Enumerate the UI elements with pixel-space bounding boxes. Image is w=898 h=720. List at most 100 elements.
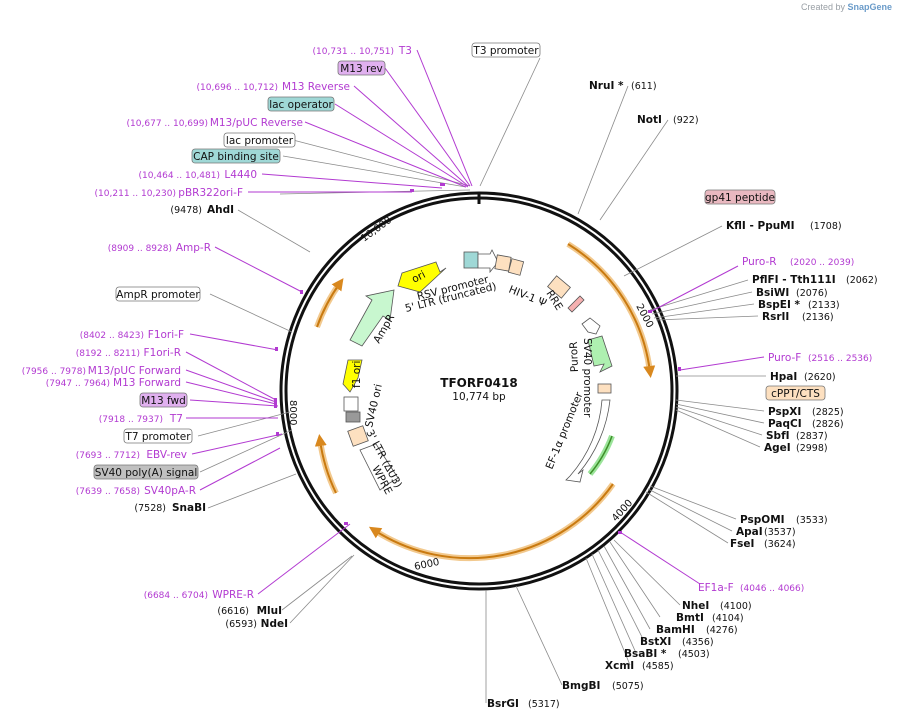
svg-text:(7528): (7528) — [134, 503, 166, 514]
box-lac-promoter: lac promoter — [226, 135, 294, 147]
svg-text:(10,677 .. 10,699): (10,677 .. 10,699) — [127, 119, 208, 129]
svg-text:(2133): (2133) — [808, 300, 840, 311]
box-cppt-cts: cPPT/CTS — [771, 388, 820, 400]
enzyme-snabi: SnaBI — [172, 502, 206, 514]
svg-text:(4104): (4104) — [712, 613, 744, 624]
svg-text:(6593): (6593) — [225, 619, 257, 630]
svg-text:(2825): (2825) — [812, 407, 844, 418]
svg-text:(6616): (6616) — [217, 606, 249, 617]
enzyme-paqci: PaqCI — [768, 418, 802, 430]
enzyme-agei: AgeI — [764, 442, 791, 454]
primer-labels: T3 (10,731 .. 10,751) M13 Reverse (10,69… — [22, 45, 873, 601]
wpre-feature — [359, 443, 399, 491]
enzyme-apai: ApaI — [736, 526, 763, 538]
primer-pbr322ori-f: pBR322ori-F — [178, 187, 243, 199]
orf-arcs — [314, 243, 656, 560]
enzyme-bsiwi: BsiWI — [756, 287, 789, 299]
svg-text:(7947 .. 7964): (7947 .. 7964) — [46, 379, 110, 389]
enzyme-fsei: FseI — [730, 538, 754, 550]
primer-puro-f: Puro-F — [768, 352, 801, 364]
primer-ebv-rev: EBV-rev — [146, 449, 187, 461]
enzyme-kfli: KflI - PpuMI — [726, 220, 795, 232]
enzyme-labels: NruI * (611) NotI (922) KflI - PpuMI (17… — [134, 80, 877, 710]
primer-wpre-r: WPRE-R — [212, 589, 254, 601]
svg-text:(7693 .. 7712): (7693 .. 7712) — [76, 451, 140, 461]
primer-t3: T3 — [398, 45, 412, 57]
leader-lines-gray — [197, 57, 766, 703]
puror-feature — [587, 335, 613, 373]
puror-label: PuroR — [568, 341, 581, 372]
enzyme-ndei: NdeI — [261, 618, 288, 630]
gray-feature — [345, 411, 361, 423]
enzyme-rsrii: RsrII — [762, 311, 789, 323]
svg-text:(7639 .. 7658): (7639 .. 7658) — [76, 487, 140, 497]
enzyme-bsabi: BsaBI * — [624, 648, 667, 660]
hiv-label: HIV-1 Ψ — [507, 284, 548, 310]
primer-l4440: L4440 — [224, 169, 257, 181]
primer-m13puc-forward: M13/pUC Forward — [88, 365, 181, 377]
svg-text:(4276): (4276) — [706, 625, 738, 636]
enzyme-bamhi: BamHI — [656, 624, 695, 636]
watermark: Created by SnapGene — [800, 2, 892, 12]
primer-f1ori-r: F1ori-R — [144, 347, 181, 359]
svg-text:(10,464 .. 10,481): (10,464 .. 10,481) — [139, 171, 220, 181]
ori-label: ori — [410, 269, 428, 286]
sv40ori-label: SV40 ori — [363, 383, 385, 429]
enzyme-ahdi: AhdI — [207, 204, 234, 216]
primer-m13-forward: M13 Forward — [113, 377, 181, 389]
svg-text:(5317): (5317) — [528, 699, 560, 710]
svg-text:(10,731 .. 10,751): (10,731 .. 10,751) — [313, 47, 394, 57]
f1ori-feature — [342, 359, 363, 393]
primer-puro-r: Puro-R — [742, 256, 777, 268]
box-cap-binding-site: CAP binding site — [193, 151, 279, 163]
svg-text:(1708): (1708) — [810, 221, 842, 232]
primer-amp-r: Amp-R — [176, 242, 211, 254]
box-t3-promoter: T3 promoter — [472, 45, 539, 57]
svg-text:(3537): (3537) — [764, 527, 796, 538]
svg-text:(2020 .. 2039): (2020 .. 2039) — [790, 258, 854, 268]
primer-sv40pa-r: SV40pA-R — [144, 485, 196, 497]
enzyme-nhei: NheI — [682, 600, 709, 612]
tick-8000: 8000 — [287, 400, 298, 425]
svg-text:(8909 .. 8928): (8909 .. 8928) — [108, 244, 172, 254]
leader-lines-pink — [185, 49, 765, 595]
plasmid-name: TFORF0418 — [440, 376, 517, 390]
svg-text:(2837): (2837) — [796, 431, 828, 442]
svg-text:(2620): (2620) — [804, 372, 836, 383]
psi-feature — [494, 254, 512, 272]
features — [342, 249, 615, 491]
rsv-feature — [463, 251, 479, 269]
svg-text:(4356): (4356) — [682, 637, 714, 648]
f1ori-label: f1 ori — [351, 361, 363, 388]
svg-text:(3533): (3533) — [796, 515, 828, 526]
ltr5-feature — [477, 249, 499, 274]
ltr3-feature — [347, 425, 369, 447]
svg-text:(4585): (4585) — [642, 661, 674, 672]
svg-text:(4100): (4100) — [720, 601, 752, 612]
ef1a-green-line — [589, 435, 613, 475]
svg-text:(7956 .. 7978): (7956 .. 7978) — [22, 367, 86, 377]
psi-feature-2 — [507, 258, 525, 276]
svg-text:(6684 .. 6704): (6684 .. 6704) — [144, 591, 208, 601]
svg-text:(2062): (2062) — [846, 275, 878, 286]
enzyme-bmti: BmtI — [676, 612, 704, 624]
svg-text:(2998): (2998) — [796, 443, 828, 454]
enzyme-bmgbi: BmgBI — [562, 680, 600, 692]
enzyme-bsrgi: BsrGI — [487, 698, 519, 710]
sv40ori-feature — [343, 396, 359, 412]
svg-text:(2136): (2136) — [802, 312, 834, 323]
cppt-feature — [597, 383, 612, 394]
sv40prom-label: SV40 promoter — [581, 338, 593, 418]
plasmid-length: 10,774 bp — [452, 391, 506, 403]
svg-text:(8402 .. 8423): (8402 .. 8423) — [80, 331, 144, 341]
enzyme-mlui: MluI — [257, 605, 282, 617]
svg-text:(8192 .. 8211): (8192 .. 8211) — [76, 349, 140, 359]
primer-m13-reverse: M13 Reverse — [282, 81, 350, 93]
svg-text:(922): (922) — [673, 115, 699, 126]
sv40prom-feature — [581, 317, 601, 335]
gp41-feature — [567, 295, 585, 313]
tick-6000: 6000 — [413, 557, 440, 573]
box-sv40-polya: SV40 poly(A) signal — [95, 467, 198, 479]
rre-feature — [547, 275, 571, 299]
